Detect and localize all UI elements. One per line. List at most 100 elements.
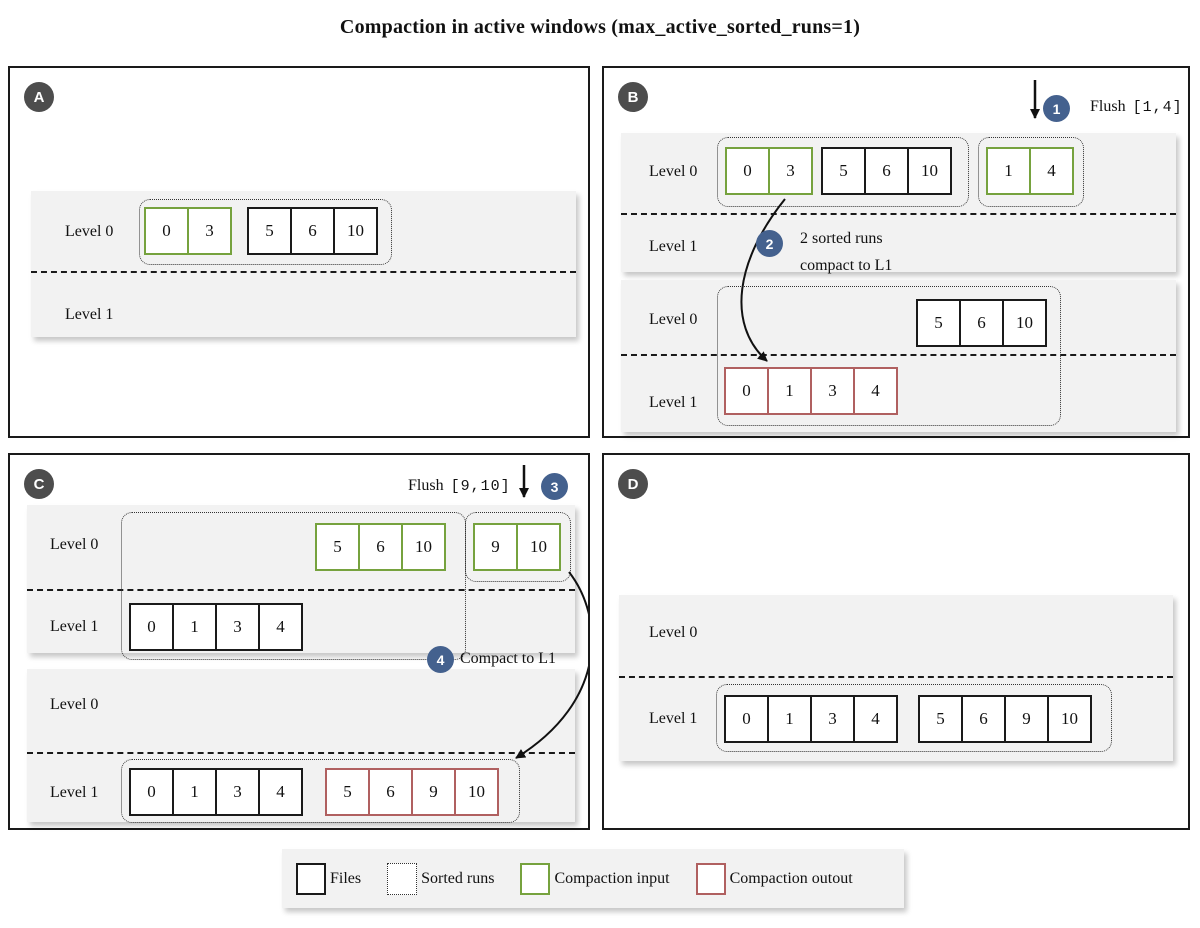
step-badge-4: 4	[427, 646, 454, 673]
level-band	[621, 280, 1176, 432]
file-cell: 0	[129, 603, 174, 651]
flush-range: [9,10]	[450, 478, 511, 495]
file-cell: 3	[215, 768, 260, 816]
legend: Files Sorted runs Compaction input Compa…	[282, 849, 904, 908]
file-cell: 4	[853, 367, 898, 415]
file-cell: 4	[1029, 147, 1074, 195]
files-swatch-icon	[296, 862, 326, 895]
files-group: 5 6 9 10	[918, 695, 1092, 743]
level1-label: Level 1	[649, 394, 698, 411]
file-cell: 5	[918, 695, 963, 743]
flush-action: Flush	[408, 477, 444, 494]
compaction-input-group: 0 3	[725, 147, 813, 195]
file-cell: 4	[258, 603, 303, 651]
compaction-output-group: 0 1 3 4	[724, 367, 898, 415]
file-cell: 5	[315, 523, 360, 571]
compaction-output-group: 5 6 9 10	[325, 768, 499, 816]
legend-item-compaction-input: Compaction input	[520, 862, 670, 895]
sorted-run-outline	[121, 759, 520, 823]
file-cell: 0	[725, 147, 770, 195]
sorted-run-outline	[717, 137, 969, 207]
step-badge-3: 3	[541, 473, 568, 500]
file-cell: 3	[215, 603, 260, 651]
file-cell: 5	[916, 299, 961, 347]
file-cell: 1	[986, 147, 1031, 195]
file-cell: 5	[821, 147, 866, 195]
level1-label: Level 1	[50, 618, 99, 635]
panel-badge-a: A	[24, 82, 54, 112]
file-cell: 6	[864, 147, 909, 195]
legend-item-compaction-output: Compaction outout	[695, 862, 853, 895]
flushed-run-group: 1 4	[986, 147, 1074, 195]
step-badge-2: 2	[756, 230, 783, 257]
file-cell: 3	[768, 147, 813, 195]
file-cell: 6	[290, 207, 335, 255]
level0-label: Level 0	[649, 311, 698, 328]
files-group: 0 1 3 4	[129, 768, 303, 816]
level-divider	[621, 213, 1176, 215]
sorted-run-outline	[978, 137, 1084, 207]
page-title: Compaction in active windows (max_active…	[339, 16, 861, 38]
file-cell: 6	[368, 768, 413, 816]
legend-item-files: Files	[296, 862, 361, 895]
compaction-input-swatch-icon	[520, 862, 551, 895]
level1-label: Level 1	[649, 710, 698, 727]
file-cell: 10	[333, 207, 378, 255]
level0-label: Level 0	[50, 696, 99, 713]
panel-d: D Level 0 Level 1 0 1 3 4 5 6 9 10	[602, 453, 1190, 830]
panel-badge-c: C	[24, 469, 54, 499]
step2-line2: compact to L1	[800, 257, 893, 274]
sorted-run-outline	[139, 199, 392, 265]
flush-label: Flush [1,4]	[1090, 97, 1183, 118]
file-cell: 10	[454, 768, 499, 816]
file-cell: 0	[724, 367, 769, 415]
level0-label: Level 0	[649, 163, 698, 180]
step-badge-1: 1	[1043, 95, 1070, 122]
legend-item-sorted-runs: Sorted runs	[387, 862, 494, 895]
file-cell: 9	[1004, 695, 1049, 743]
file-cell: 0	[724, 695, 769, 743]
level0-label: Level 0	[50, 536, 99, 553]
file-cell: 3	[810, 695, 855, 743]
legend-label: Compaction outout	[729, 869, 853, 887]
file-cell: 6	[358, 523, 403, 571]
files-group: 0 1 3 4	[724, 695, 898, 743]
file-cell: 9	[473, 523, 518, 571]
file-cell: 10	[1047, 695, 1092, 743]
files-group: 5 6 10	[247, 207, 378, 255]
compaction-input-group: 0 3	[144, 207, 232, 255]
file-cell: 1	[767, 367, 812, 415]
file-cell: 0	[129, 768, 174, 816]
panel-a: A Level 0 Level 1 0 3 5 6 10	[8, 66, 590, 438]
flush-action: Flush	[1090, 98, 1126, 115]
level1-label: Level 1	[50, 784, 99, 801]
level-divider	[27, 589, 575, 591]
level0-label: Level 0	[649, 624, 698, 641]
level-divider	[31, 271, 576, 273]
file-cell: 10	[1002, 299, 1047, 347]
sorted-run-swatch-icon	[387, 862, 418, 895]
flush-range: [1,4]	[1132, 99, 1183, 116]
sorted-run-outline	[717, 286, 1061, 426]
level0-label: Level 0	[65, 223, 114, 240]
flushed-run-group: 9 10	[473, 523, 561, 571]
files-group: 5 6 10	[916, 299, 1047, 347]
file-cell: 1	[767, 695, 812, 743]
file-cell: 4	[258, 768, 303, 816]
files-group: 0 1 3 4	[129, 603, 303, 651]
file-cell: 10	[516, 523, 561, 571]
flush-label: Flush [9,10]	[408, 476, 511, 497]
sorted-run-outline	[121, 512, 466, 660]
file-cell: 1	[172, 768, 217, 816]
level-divider	[619, 676, 1173, 678]
panel-c: C Flush [9,10] 3 Level 0 Level 1 5 6 10 …	[8, 453, 590, 830]
file-cell: 4	[853, 695, 898, 743]
panel-badge-b: B	[618, 82, 648, 112]
compaction-output-swatch-icon	[695, 862, 726, 895]
file-cell: 5	[325, 768, 370, 816]
panel-b: B 1 Flush [1,4] Level 0 Level 1 0 3 5 6 …	[602, 66, 1190, 438]
file-cell: 1	[172, 603, 217, 651]
file-cell: 0	[144, 207, 189, 255]
level1-label: Level 1	[649, 238, 698, 255]
